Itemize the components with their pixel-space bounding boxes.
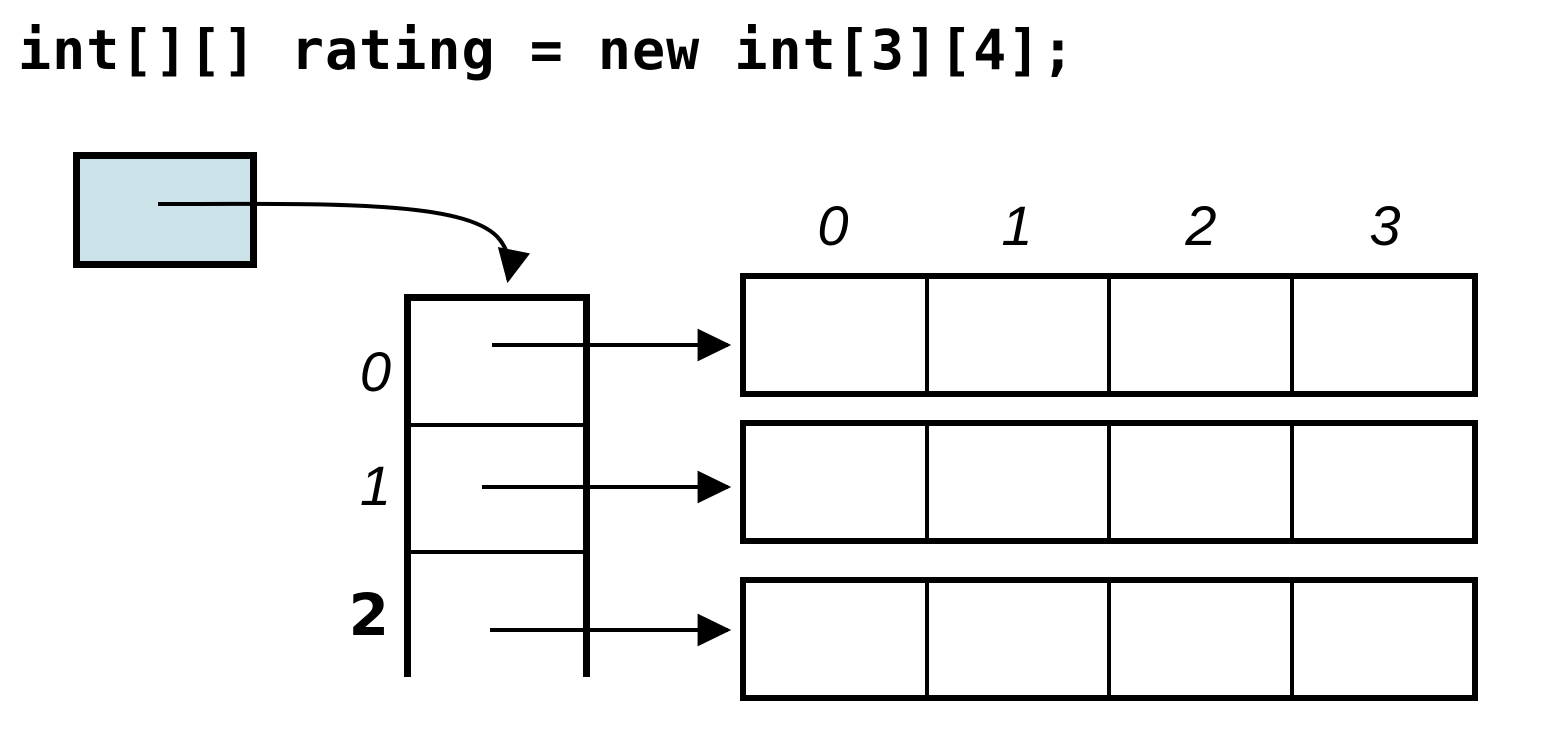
outer-array-index-label-1: 1 xyxy=(359,454,391,517)
outer-array-box xyxy=(404,294,590,677)
outer-array-cell-1 xyxy=(411,423,583,550)
inner-array-row-2 xyxy=(740,577,1478,701)
inner-array-cell-0-2 xyxy=(1107,279,1290,391)
inner-array-cell-0-0 xyxy=(746,279,925,391)
code-declaration-text: int[][] rating = new int[3][4]; xyxy=(18,18,1076,82)
inner-array-cell-1-2 xyxy=(1107,426,1290,538)
inner-array-cell-2-1 xyxy=(924,583,1107,695)
inner-array-cell-1-3 xyxy=(1289,426,1472,538)
inner-array-cell-1-0 xyxy=(746,426,925,538)
inner-array-row-1 xyxy=(740,420,1478,544)
inner-array-cell-2-3 xyxy=(1289,583,1472,695)
outer-array-index-label-0: 0 xyxy=(359,340,391,403)
inner-array-column-label-3: 3 xyxy=(1369,194,1401,257)
inner-array-cell-1-1 xyxy=(924,426,1107,538)
inner-array-cell-2-0 xyxy=(746,583,925,695)
inner-array-column-label-1: 1 xyxy=(1001,194,1033,257)
inner-array-column-label-0: 0 xyxy=(817,194,849,257)
outer-array-cell-2 xyxy=(411,550,583,677)
inner-array-cell-2-2 xyxy=(1107,583,1290,695)
inner-array-cell-0-3 xyxy=(1289,279,1472,391)
inner-array-column-label-2: 2 xyxy=(1185,194,1217,257)
rating-reference-cell xyxy=(73,152,257,268)
outer-array-index-label-2: 2 xyxy=(348,581,389,649)
inner-array-cell-0-1 xyxy=(924,279,1107,391)
inner-array-row-0 xyxy=(740,273,1478,397)
outer-array-cell-0 xyxy=(411,301,583,428)
